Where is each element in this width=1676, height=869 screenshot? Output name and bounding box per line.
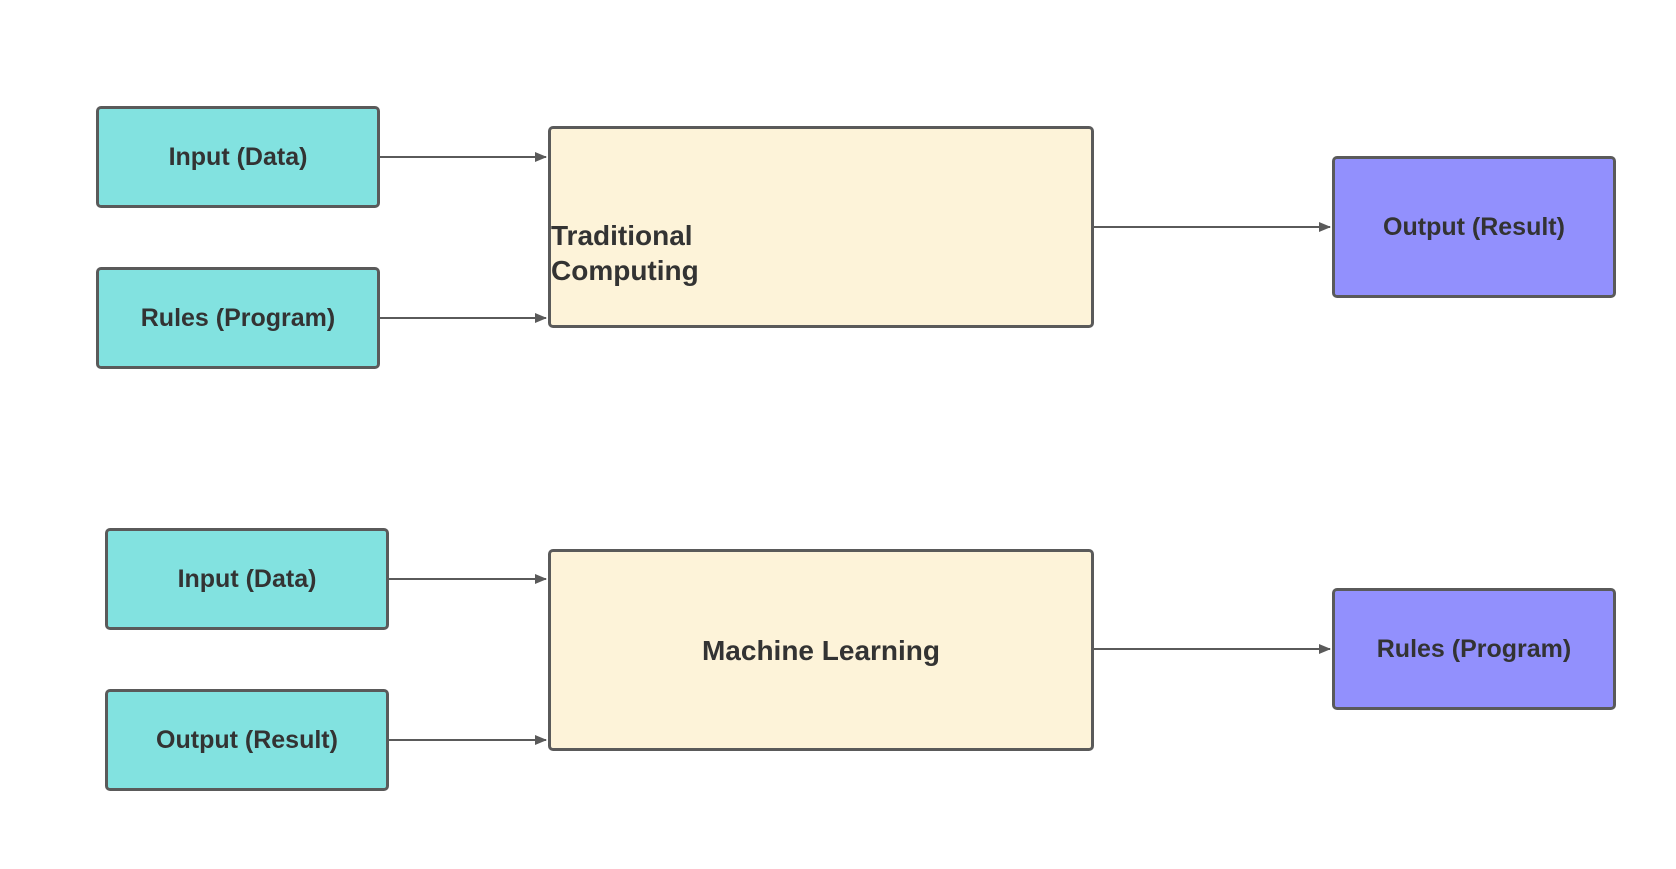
tc-input-data-label: Input (Data) [168,142,308,171]
tc-output-result-label: Output (Result) [1383,212,1565,241]
ml-input-data-box: Input (Data) [105,528,389,630]
machine-learning-box: Machine Learning [548,549,1094,751]
traditional-computing-label-line2: Computing [551,255,699,286]
machine-learning-label: Machine Learning [701,634,941,666]
tc-output-result-box: Output (Result) [1332,156,1616,298]
ml-output-result-box: Output (Result) [105,689,389,791]
traditional-computing-label-line1: Traditional [551,220,693,251]
tc-rules-program-label: Rules (Program) [140,303,336,332]
traditional-computing-box: Traditional Computing [548,126,1094,328]
ml-input-data-label: Input (Data) [177,564,317,593]
tc-input-data-box: Input (Data) [96,106,380,208]
ml-rules-program-label: Rules (Program) [1376,634,1572,663]
ml-output-result-label: Output (Result) [156,725,338,754]
ml-rules-program-box: Rules (Program) [1332,588,1616,710]
tc-rules-program-box: Rules (Program) [96,267,380,369]
